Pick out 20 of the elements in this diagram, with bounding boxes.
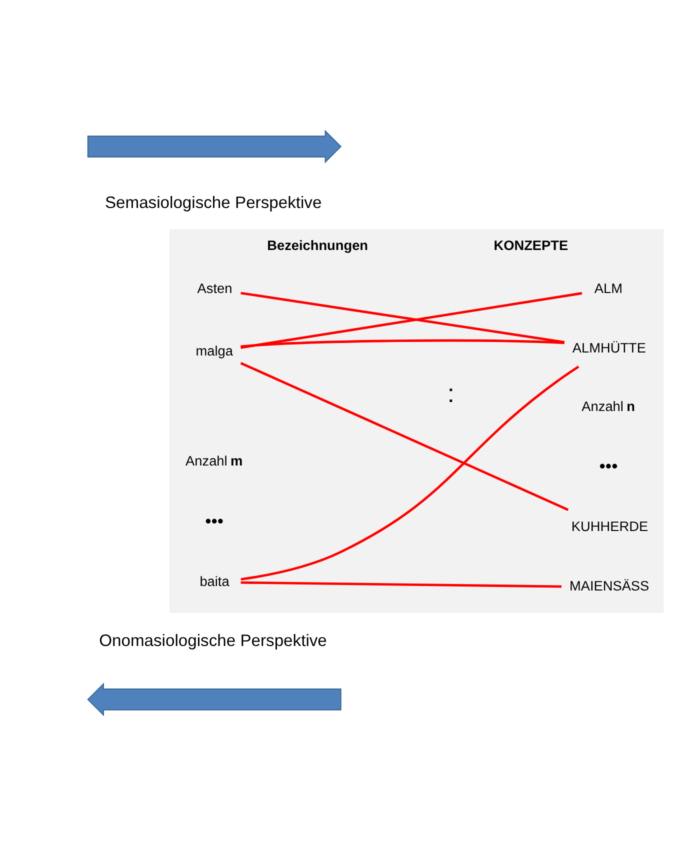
label: •••	[205, 510, 224, 531]
label: Anzahl n	[582, 398, 635, 414]
label: Anzahl m	[186, 454, 243, 469]
connector	[240, 339, 564, 348]
node-arrow	[87, 682, 342, 716]
label: •••	[599, 456, 618, 476]
label: :	[447, 380, 454, 408]
node-text: baita	[200, 574, 230, 589]
connector	[240, 581, 562, 588]
connector	[240, 362, 569, 511]
node-text: ALMHÜTTE	[572, 340, 646, 356]
node-text: ALM	[594, 280, 622, 296]
node-text: KUHHERDE	[571, 519, 648, 534]
label: Onomasiologische Perspektive	[99, 630, 327, 650]
node-text: Asten	[197, 280, 232, 296]
node-text: MAIENSÄSS	[569, 578, 650, 594]
connector	[240, 366, 580, 581]
node-arrow	[87, 130, 342, 164]
label: Semasiologische Perspektive	[104, 193, 322, 212]
node-text: malga	[196, 343, 234, 358]
